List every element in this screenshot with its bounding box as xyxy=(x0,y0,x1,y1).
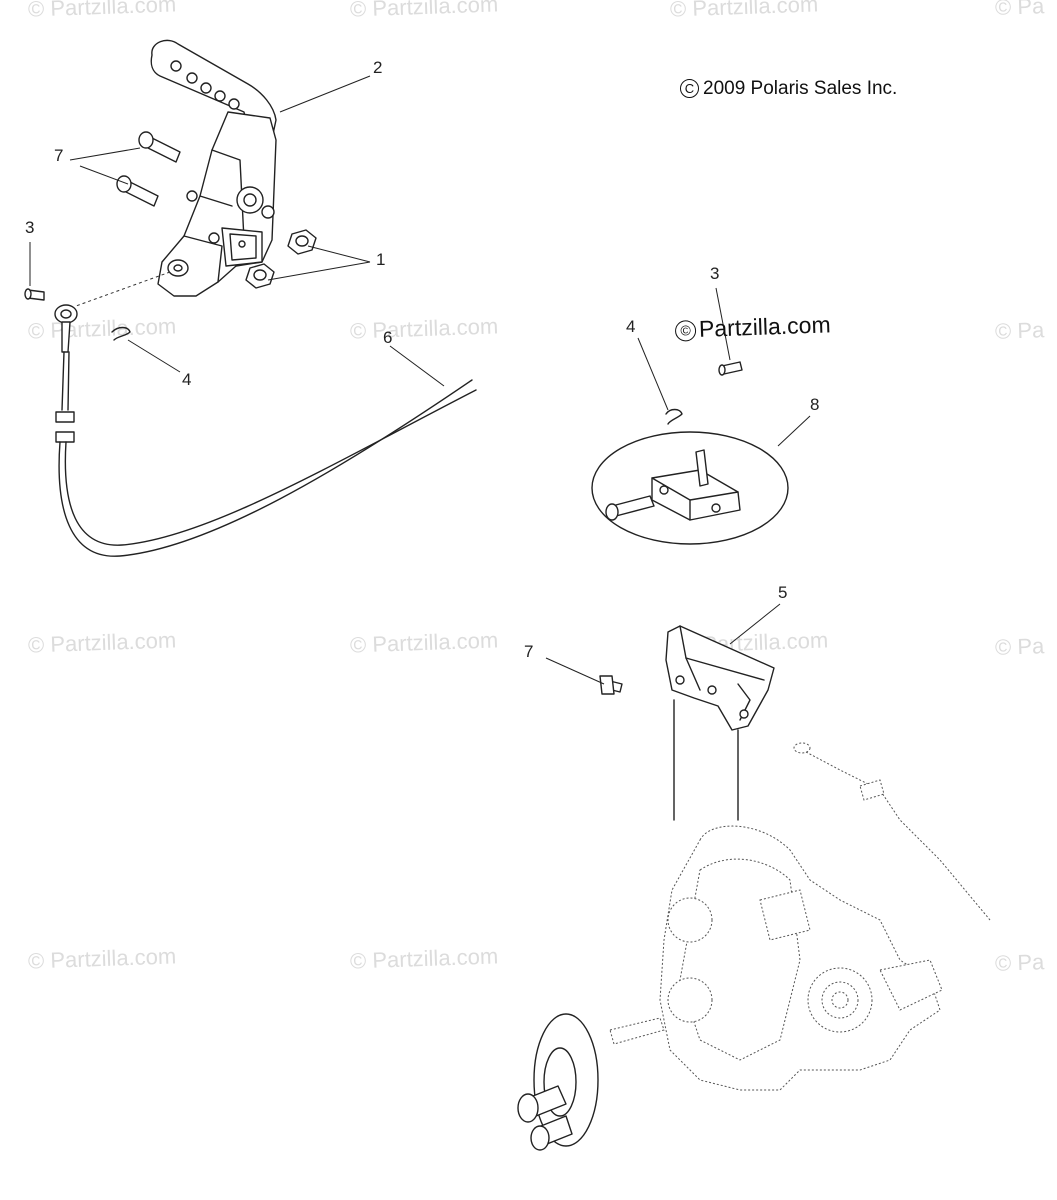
clip-part-4 xyxy=(111,326,131,341)
pin-part-3 xyxy=(24,288,45,301)
callout-4: 4 xyxy=(182,370,192,389)
bolt-part-7 xyxy=(116,131,181,207)
bolt-part-7-lower xyxy=(599,675,623,695)
site-mark-text: Partzilla.com xyxy=(698,311,832,342)
site-mark-symbol: © xyxy=(674,319,697,342)
callout-4-right: 4 xyxy=(626,317,636,336)
clip-part-4-right xyxy=(665,408,683,425)
callout-7-lower: 7 xyxy=(524,642,534,661)
callout-3: 3 xyxy=(25,218,35,237)
nut-part-1 xyxy=(245,229,317,289)
callout-3-right: 3 xyxy=(710,264,720,283)
callout-1: 1 xyxy=(376,250,386,269)
callout-6: 6 xyxy=(383,328,393,347)
site-mark: ©Partzilla.com xyxy=(674,311,832,343)
leader-lines xyxy=(29,75,811,685)
brake-lever-assembly xyxy=(75,39,277,307)
callout-5: 5 xyxy=(778,583,788,602)
transmission-reference xyxy=(609,742,991,1091)
callout-2: 2 xyxy=(373,58,383,77)
pin-part-3-right xyxy=(718,361,743,376)
callout-8: 8 xyxy=(810,395,820,414)
callout-7: 7 xyxy=(54,146,64,165)
brake-disc xyxy=(517,1013,599,1151)
copyright-text: 2009 Polaris Sales Inc. xyxy=(703,78,898,99)
switch-inset-part-8 xyxy=(591,431,789,545)
brake-cable-part-6 xyxy=(54,304,477,557)
bracket-part-5 xyxy=(665,625,775,821)
copyright-symbol: C xyxy=(680,79,699,98)
